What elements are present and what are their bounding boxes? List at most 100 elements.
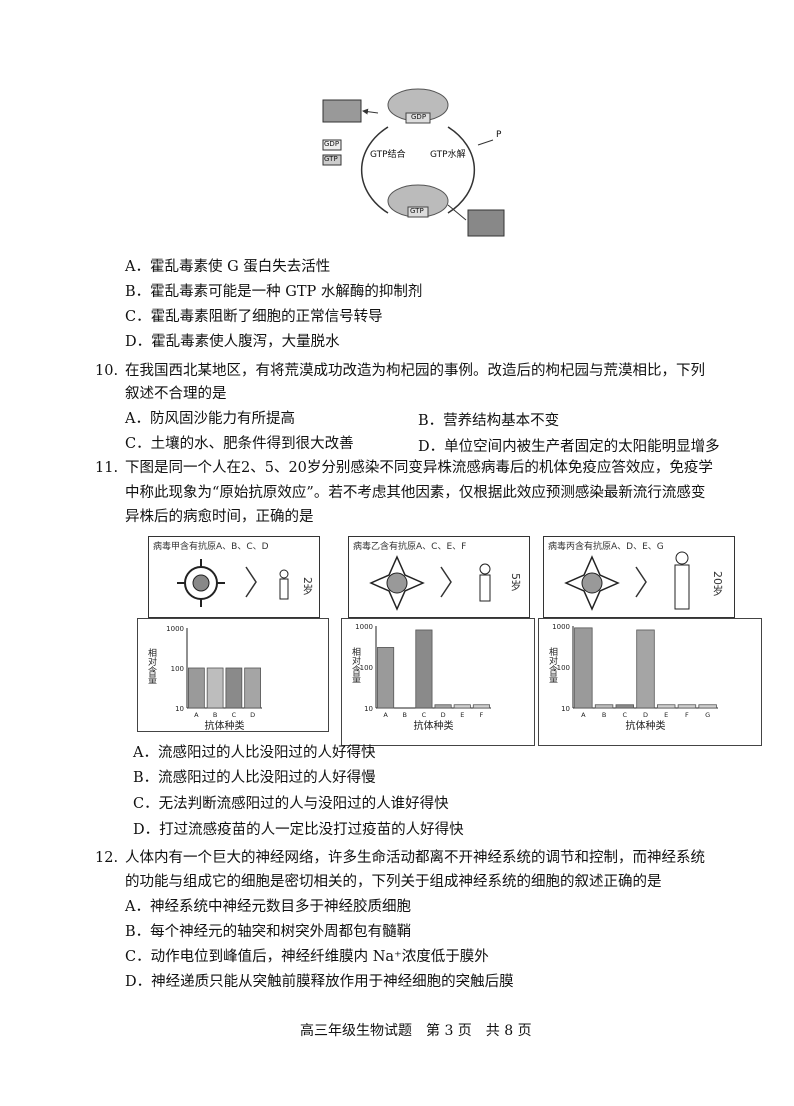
gtp-bind-label: GTP结合 xyxy=(370,150,406,160)
q12-number: 12. xyxy=(95,850,119,866)
q11-option-d: D．打过流感疫苗的人一定比没打过疫苗的人好得快 xyxy=(133,822,464,838)
q12-option-b: B．每个神经元的轴突和树突外周都包有髓鞘 xyxy=(125,924,412,940)
bar xyxy=(415,629,433,709)
x-tick-label: C xyxy=(422,711,427,719)
panel-title: 病毒乙含有抗原A、C、E、F xyxy=(353,542,467,552)
x-tick-label: E xyxy=(460,711,464,719)
x-tick-label: F xyxy=(480,711,484,719)
bar xyxy=(244,667,261,709)
arrow-icon xyxy=(440,566,452,598)
q12-option-c: C．动作电位到峰值后，神经纤维膜内 Na⁺浓度低于膜外 xyxy=(125,949,489,965)
q12-stem-2: 的功能与组成它的细胞是密切相关的，下列关于组成神经系统的细胞的叙述正确的是 xyxy=(125,874,662,890)
arrow-icon xyxy=(635,566,647,598)
y-tick-label: 100 xyxy=(360,664,373,672)
bar xyxy=(594,704,614,709)
q11-option-a: A．流感阳过的人比没阳过的人好得快 xyxy=(133,745,376,761)
bar xyxy=(434,704,452,709)
p-label: P xyxy=(496,130,502,140)
page-footer: 高三年级生物试题 第 3 页 共 8 页 xyxy=(300,1023,532,1039)
q9-option-b: B．霍乱毒素可能是一种 GTP 水解酶的抑制剂 xyxy=(125,284,423,300)
q10-number: 10. xyxy=(95,363,119,379)
bar xyxy=(225,667,243,709)
q10-option-a: A．防风固沙能力有所提高 xyxy=(125,411,295,427)
y-tick-label: 1000 xyxy=(355,623,373,631)
panel-virus-a: 病毒甲含有抗原A、B、C、D 2岁 xyxy=(148,536,320,618)
q11-figure: 病毒甲含有抗原A、B、C、D 2岁 病毒乙含有抗原A、C、E、F 5岁 病毒丙含… xyxy=(133,530,765,750)
gtp-hydrolysis-label: GTP水解 xyxy=(430,150,466,160)
bar xyxy=(698,704,717,709)
x-tick-label: A xyxy=(581,711,586,719)
panel-age: 20岁 xyxy=(711,571,724,596)
y-tick-label: 10 xyxy=(561,705,570,713)
chart-2 xyxy=(341,618,535,746)
y-tick-label: 100 xyxy=(557,664,570,672)
x-tick-label: B xyxy=(403,711,407,719)
y-tick-label: 10 xyxy=(175,705,184,713)
bar xyxy=(574,627,593,709)
q10-option-c: C．土壤的水、肥条件得到很大改善 xyxy=(125,436,354,452)
x-tick-label: D xyxy=(250,711,255,719)
panel-age: 2岁 xyxy=(301,577,314,595)
q11-number: 11. xyxy=(95,460,119,476)
q12-option-a: A．神经系统中神经元数目多于神经胶质细胞 xyxy=(125,899,411,915)
bar xyxy=(453,704,471,709)
bar xyxy=(677,704,697,709)
gtp-bottom-label: GTP xyxy=(410,207,424,215)
x-axis-label: 抗体种类 xyxy=(205,719,245,732)
panel-virus-c: 病毒丙含有抗原A、D、E、G 20岁 xyxy=(543,536,735,618)
virus-icon xyxy=(177,559,225,607)
x-tick-label: G xyxy=(705,711,710,719)
panel-title: 病毒丙含有抗原A、D、E、G xyxy=(548,542,664,552)
x-tick-label: A xyxy=(383,711,388,719)
virus-icon xyxy=(369,555,425,611)
q12-option-d: D．神经递质只能从突触前膜释放作用于神经细胞的突触后膜 xyxy=(125,974,514,990)
q10-stem-2: 叙述不合理的是 xyxy=(125,386,227,402)
gdp-left-label: GDP xyxy=(324,140,340,148)
x-tick-label: B xyxy=(602,711,606,719)
q11-option-c: C．无法判断流感阳过的人与没阳过的人谁好得快 xyxy=(133,796,449,812)
gtp-left-label: GTP xyxy=(324,155,338,163)
q11-stem-2: 中称此现象为“原始抗原效应”。若不考虑其他因素，仅根据此效应预测感染最新流行流感… xyxy=(125,485,706,501)
x-tick-label: D xyxy=(441,711,446,719)
bar xyxy=(377,647,395,709)
q11-stem-3: 异株后的病愈时间，正确的是 xyxy=(125,509,314,525)
q9-option-a: A．霍乱毒素使 G 蛋白失去活性 xyxy=(125,259,331,275)
gdp-top-label: GDP xyxy=(411,113,427,121)
y-tick-label: 100 xyxy=(171,665,184,673)
person-icon xyxy=(279,569,289,600)
x-tick-label: C xyxy=(623,711,628,719)
y-tick-label: 1000 xyxy=(552,623,570,631)
q11-stem-1: 下图是同一个人在2、5、20岁分别感染不同变异株流感病毒后的机体免疫应答效应，免… xyxy=(125,460,713,476)
q10-option-d: D．单位空间内被生产者固定的太阳能明显增多 xyxy=(418,439,720,455)
panel-age: 5岁 xyxy=(509,573,522,591)
panel-virus-b: 病毒乙含有抗原A、C、E、F 5岁 xyxy=(348,536,530,618)
y-tick-label: 10 xyxy=(364,705,373,713)
y-axis-label: 相对含量 xyxy=(146,647,157,684)
q9-option-d: D．霍乱毒素使人腹泻，大量脱水 xyxy=(125,334,340,350)
x-tick-label: B xyxy=(213,711,217,719)
bar xyxy=(188,667,205,709)
bar xyxy=(636,629,655,709)
q10-stem-1: 在我国西北某地区，有将荒漠成功改造为枸杞园的事例。改造后的枸杞园与荒漠相比，下列 xyxy=(125,363,705,379)
x-tick-label: F xyxy=(685,711,689,719)
bar xyxy=(615,704,634,709)
x-tick-label: C xyxy=(232,711,237,719)
y-tick-label: 1000 xyxy=(166,625,184,633)
q12-stem-1: 人体内有一个巨大的神经网络，许多生命活动都离不开神经系统的调节和控制，而神经系统 xyxy=(125,850,705,866)
q9-option-c: C．霍乱毒素阻断了细胞的正常信号转导 xyxy=(125,309,383,325)
bar xyxy=(657,704,676,709)
y-axis-label: 相对含量 xyxy=(547,646,558,683)
x-axis-label: 抗体种类 xyxy=(626,719,666,732)
virus-icon xyxy=(564,555,620,611)
bar xyxy=(206,667,224,709)
x-tick-label: E xyxy=(664,711,668,719)
x-axis-label: 抗体种类 xyxy=(414,719,454,732)
x-tick-label: D xyxy=(643,711,648,719)
y-axis-label: 相对含量 xyxy=(350,646,361,683)
x-tick-label: A xyxy=(194,711,199,719)
person-icon xyxy=(479,563,491,602)
q10-option-b: B．营养结构基本不变 xyxy=(418,413,560,429)
arrow-icon xyxy=(245,566,257,598)
panel-title: 病毒甲含有抗原A、B、C、D xyxy=(153,542,269,552)
